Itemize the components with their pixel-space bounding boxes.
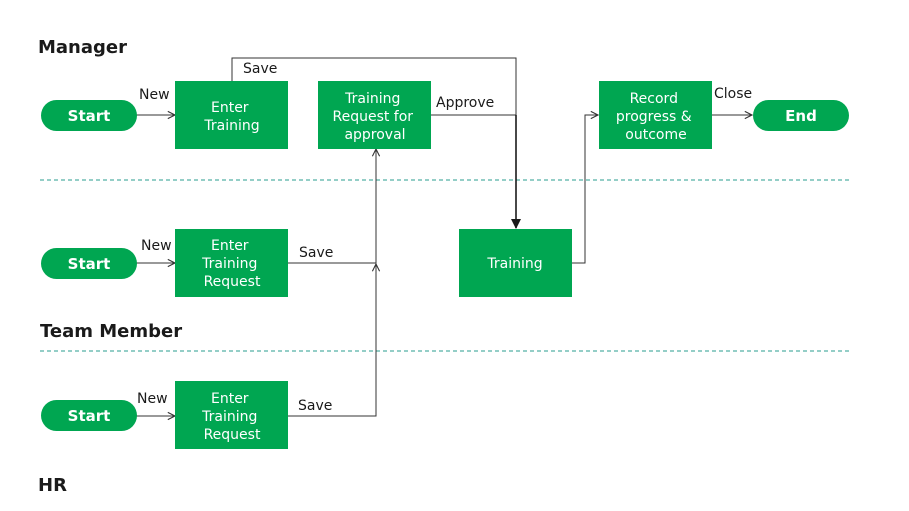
edge-label-close: Close [714,86,752,102]
node-request-for-approval-label: Training Request for approval [332,91,417,143]
edge-label-save-hr: Save [298,398,332,414]
node-record-progress: Record progress & outcome [599,81,712,149]
node-enter-training-label: Enter Training [203,100,259,134]
lane-title-manager: Manager [38,37,127,58]
node-record-progress-label: Record progress & outcome [616,91,696,143]
edge-label-new-manager: New [139,87,170,103]
node-training: Training [459,229,572,297]
node-training-label: Training [486,256,542,272]
node-request-for-approval: Training Request for approval [318,81,431,149]
start-node-manager: Start [41,100,137,131]
start-node-team-member: Start [41,248,137,279]
node-enter-request-team-member: Enter Training Request [175,229,288,297]
connectors [136,57,752,417]
edge-label-new-team: New [141,238,172,254]
start-node-hr: Start [41,400,137,431]
edge-training-to-record [571,115,598,264]
end-node: End [753,100,849,131]
lane-title-team-member: Team Member [40,321,182,342]
edge-save-manager [231,57,517,115]
node-enter-request-hr: Enter Training Request [175,381,288,449]
start-node-manager-label: Start [68,107,111,125]
edge-label-save-manager: Save [243,61,277,77]
node-enter-training: Enter Training [175,81,288,149]
edge-save-hr [287,264,376,417]
edge-label-new-hr: New [137,391,168,407]
edge-label-approve: Approve [436,95,494,111]
start-node-team-member-label: Start [68,255,111,273]
start-node-hr-label: Start [68,407,111,425]
lane-title-hr: HR [38,475,67,496]
node-enter-request-team-member-label: Enter Training Request [201,238,262,290]
edge-label-save-team: Save [299,245,333,261]
node-enter-request-hr-label: Enter Training Request [201,391,262,443]
edge-save-team [287,149,376,264]
end-node-label: End [785,107,817,125]
